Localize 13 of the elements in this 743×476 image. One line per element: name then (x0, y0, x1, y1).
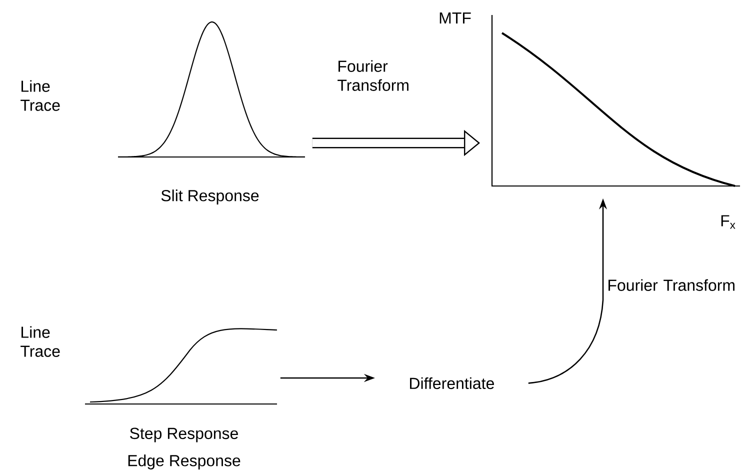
edge-label: Fourier Transform (338, 60, 408, 91)
plot-caption: Edge Response (128, 454, 240, 470)
step-text: Differentiate (410, 377, 494, 390)
plot-caption: F$_{x}$ (721, 215, 736, 229)
side-label: Line Trace (20, 326, 60, 357)
edge-label: Fourier Transform (608, 279, 734, 291)
plot-caption: Slit Response (161, 190, 259, 204)
plot-drawing (118, 21, 305, 158)
plot-drawing (491, 15, 740, 187)
plot-caption: Step Response (130, 428, 238, 442)
side-label: Line Trace (20, 80, 60, 111)
plot-caption: MTF (440, 12, 471, 24)
plot-drawing (85, 328, 278, 405)
